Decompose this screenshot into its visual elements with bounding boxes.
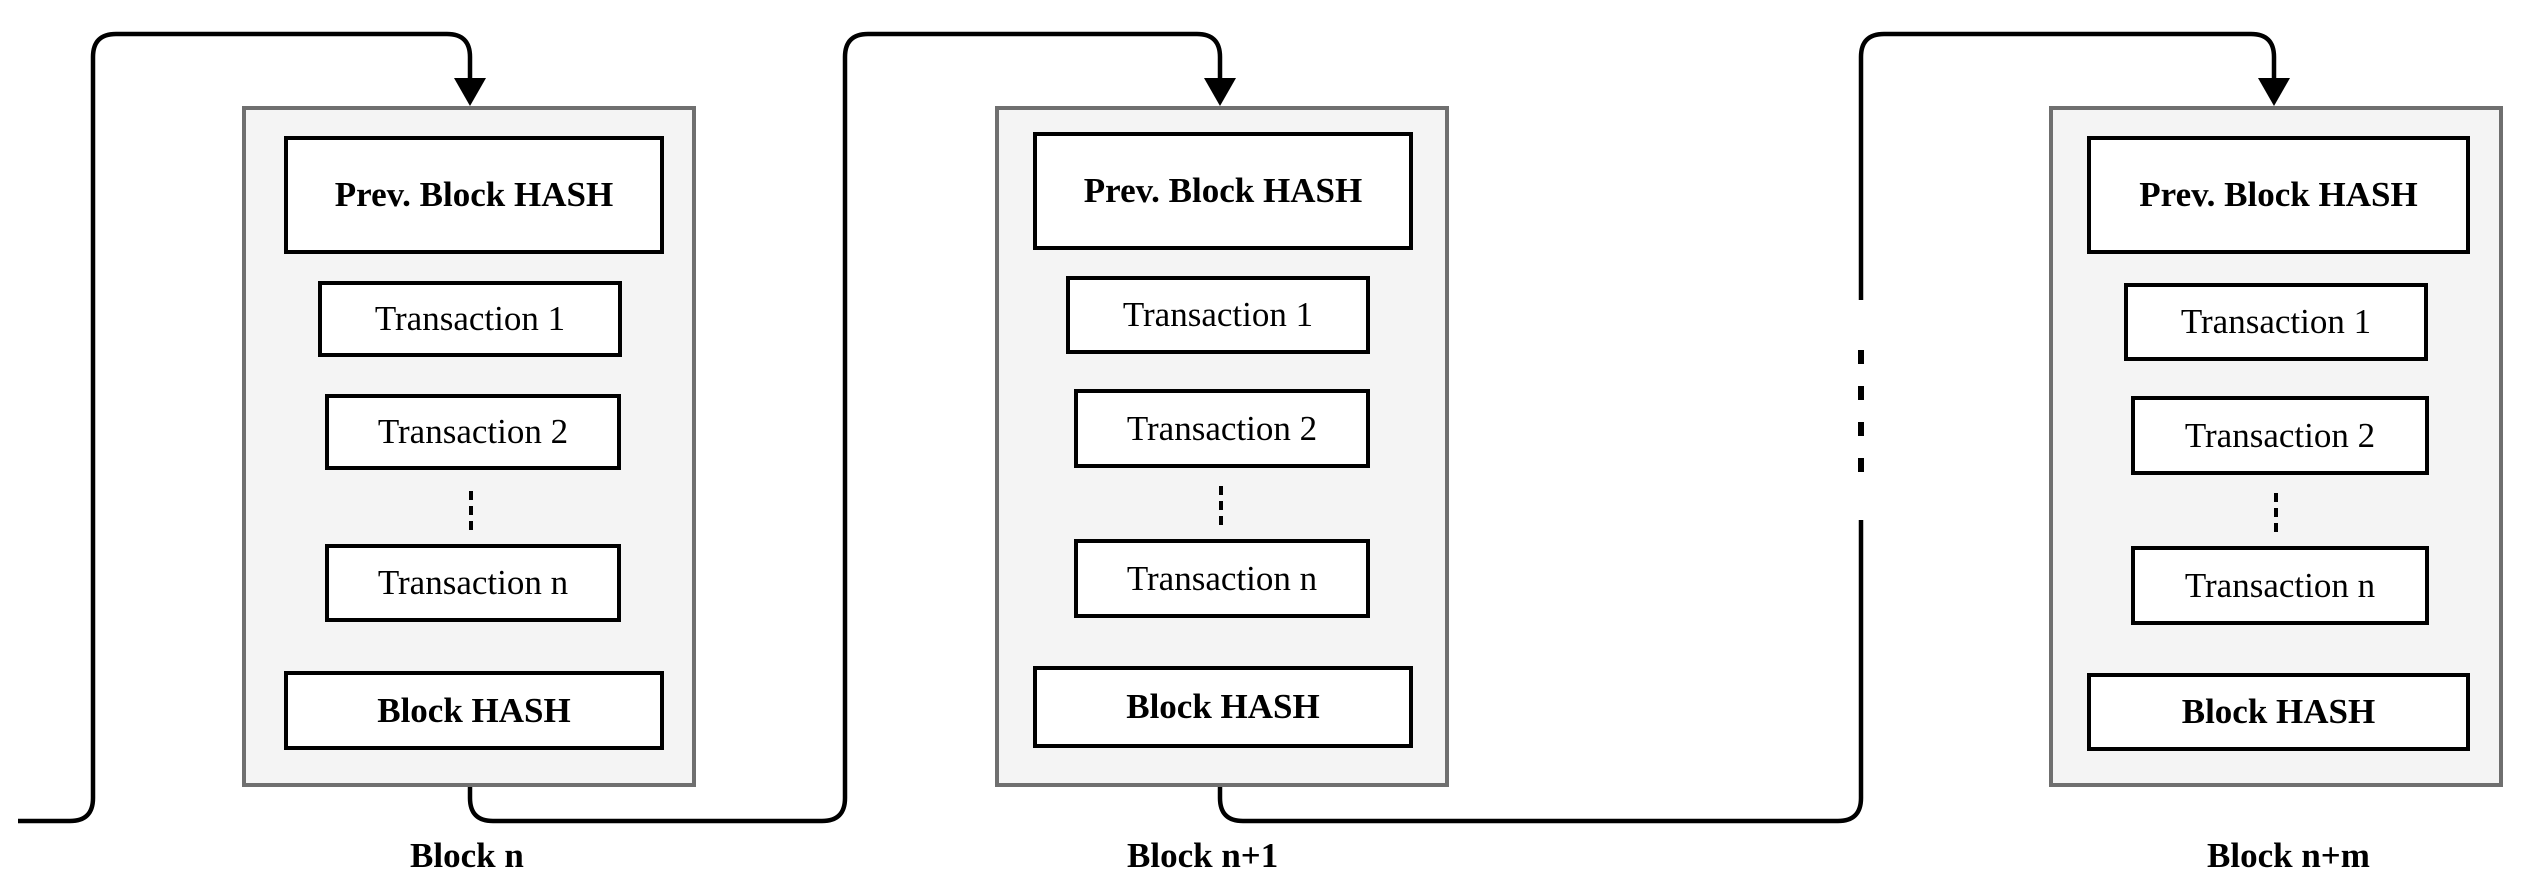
- block-caption: Block n+m: [2207, 836, 2370, 875]
- arrowhead-block-nm: [2258, 78, 2290, 106]
- transaction-label: Transaction n: [1126, 558, 1318, 598]
- transaction-label: Transaction n: [2184, 565, 2376, 605]
- transaction-box: Transaction 2: [1074, 389, 1370, 468]
- transaction-box: Transaction 1: [318, 281, 622, 357]
- transaction-box: Transaction n: [325, 544, 621, 622]
- arrowhead-block-n: [454, 78, 486, 106]
- transaction-label: Transaction 1: [374, 299, 566, 338]
- block-hash-box: Block HASH: [2087, 673, 2470, 751]
- link-into-block-n: [18, 31, 473, 824]
- prev-hash-label: Prev. Block HASH: [2139, 175, 2418, 214]
- prev-hash-box: Prev. Block HASH: [1033, 132, 1413, 250]
- block-hash-label: Block HASH: [2181, 692, 2376, 731]
- transaction-ellipsis: [1219, 486, 1223, 526]
- transaction-box: Transaction 1: [1066, 276, 1370, 354]
- block-hash-box: Block HASH: [284, 671, 664, 750]
- prev-hash-box: Prev. Block HASH: [2087, 136, 2470, 254]
- transaction-label: Transaction 2: [1126, 408, 1318, 448]
- prev-hash-box: Prev. Block HASH: [284, 136, 664, 254]
- link-block-n1-to-gap: [1217, 520, 1864, 824]
- block-hash-label: Block HASH: [1126, 687, 1320, 726]
- chain-gap-ellipsis: [1858, 350, 1864, 472]
- transaction-box: Transaction n: [1074, 539, 1370, 618]
- transaction-label: Transaction 1: [2180, 302, 2372, 341]
- transaction-label: Transaction 2: [2184, 415, 2376, 455]
- transaction-label: Transaction 1: [1122, 295, 1314, 334]
- transaction-box: Transaction 1: [2124, 283, 2428, 361]
- link-block-n-to-n1: [467, 31, 1223, 824]
- transaction-ellipsis: [469, 491, 473, 531]
- transaction-label: Transaction n: [377, 563, 569, 602]
- block-caption: Block n: [410, 836, 524, 875]
- link-gap-to-block-nm: [1858, 31, 2277, 300]
- block-caption: Block n+1: [1127, 836, 1279, 875]
- transaction-ellipsis: [2274, 493, 2278, 533]
- transaction-label: Transaction 2: [377, 412, 569, 451]
- transaction-box: Transaction n: [2131, 546, 2429, 625]
- transaction-box: Transaction 2: [325, 394, 621, 470]
- arrowhead-block-n1: [1204, 78, 1236, 106]
- block-hash-label: Block HASH: [377, 690, 571, 730]
- prev-hash-label: Prev. Block HASH: [334, 175, 614, 214]
- transaction-box: Transaction 2: [2131, 396, 2429, 475]
- prev-hash-label: Prev. Block HASH: [1083, 171, 1363, 210]
- block-hash-box: Block HASH: [1033, 666, 1413, 748]
